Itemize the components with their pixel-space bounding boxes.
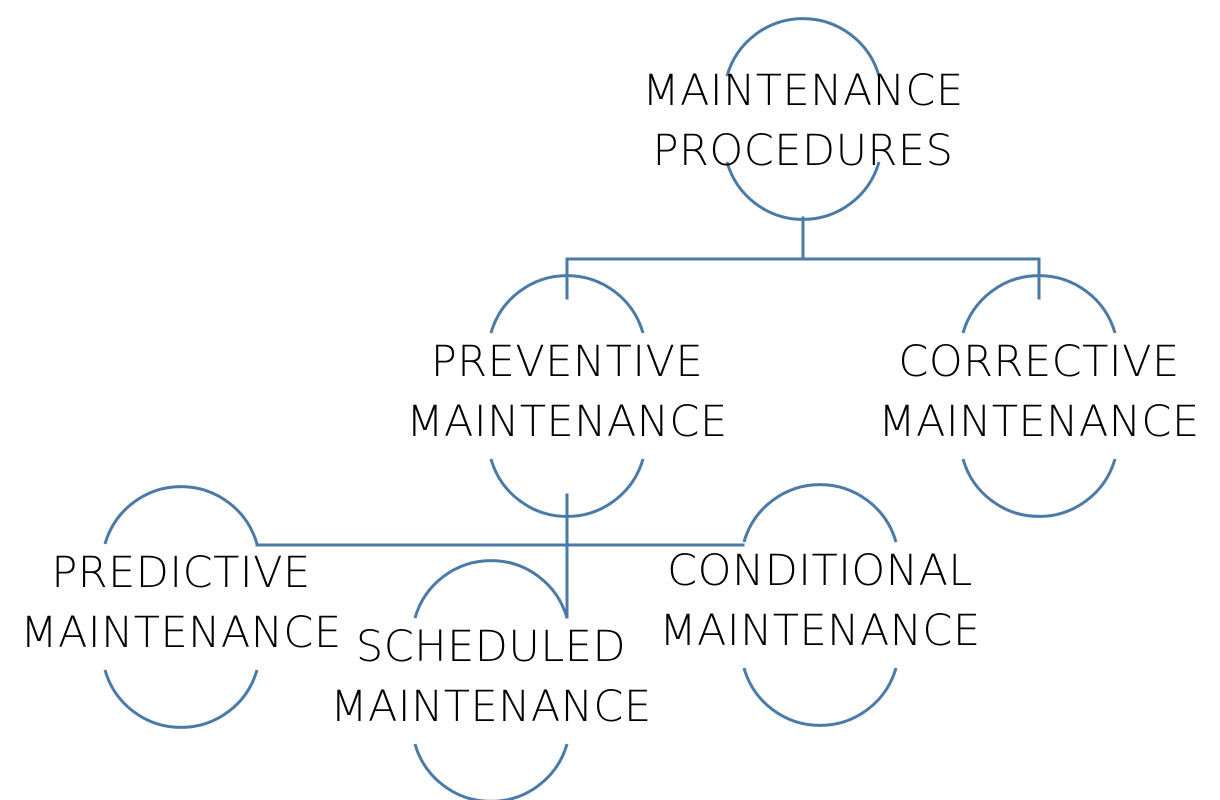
node-conditional-maintenance: CONDITIONAL MAINTENANCE xyxy=(640,483,1000,727)
node-label-line2: MAINTENANCE xyxy=(406,397,728,447)
node-label-line1: PREVENTIVE xyxy=(430,337,704,387)
node-ring xyxy=(103,485,259,729)
node-label-line2: MAINTENANCE xyxy=(659,606,981,656)
node-label-line2: PROCEDURES xyxy=(652,126,954,176)
node-label: CONDITIONAL MAINTENANCE xyxy=(640,521,1000,681)
node-label-line2: MAINTENANCE xyxy=(878,397,1200,447)
node-ring xyxy=(961,274,1117,518)
node-ring xyxy=(489,274,645,518)
node-ring xyxy=(725,17,881,221)
node-label: MAINTENANCE PROCEDURES xyxy=(623,1,983,241)
node-scheduled-maintenance: SCHEDULED MAINTENANCE xyxy=(311,559,671,800)
node-label-line1: SCHEDULED xyxy=(355,622,627,672)
node-label-line1: CONDITIONAL xyxy=(667,546,973,596)
node-label: CORRECTIVE MAINTENANCE xyxy=(859,312,1219,472)
node-ring xyxy=(413,559,569,800)
node-maintenance-procedures: MAINTENANCE PROCEDURES xyxy=(623,17,983,221)
node-ring xyxy=(742,483,898,727)
node-label: SCHEDULED MAINTENANCE xyxy=(311,597,671,757)
node-label-line2: MAINTENANCE xyxy=(20,608,342,658)
node-label-line1: CORRECTIVE xyxy=(898,337,1180,387)
node-preventive-maintenance: PREVENTIVE MAINTENANCE xyxy=(387,274,747,518)
node-label: PREVENTIVE MAINTENANCE xyxy=(387,312,747,472)
node-predictive-maintenance: PREDICTIVE MAINTENANCE xyxy=(0,485,362,729)
node-label-line1: MAINTENANCE xyxy=(642,66,964,116)
node-corrective-maintenance: CORRECTIVE MAINTENANCE xyxy=(859,274,1219,518)
node-label: PREDICTIVE MAINTENANCE xyxy=(0,523,362,683)
node-label-line2: MAINTENANCE xyxy=(330,682,652,732)
node-label-line1: PREDICTIVE xyxy=(51,548,311,598)
